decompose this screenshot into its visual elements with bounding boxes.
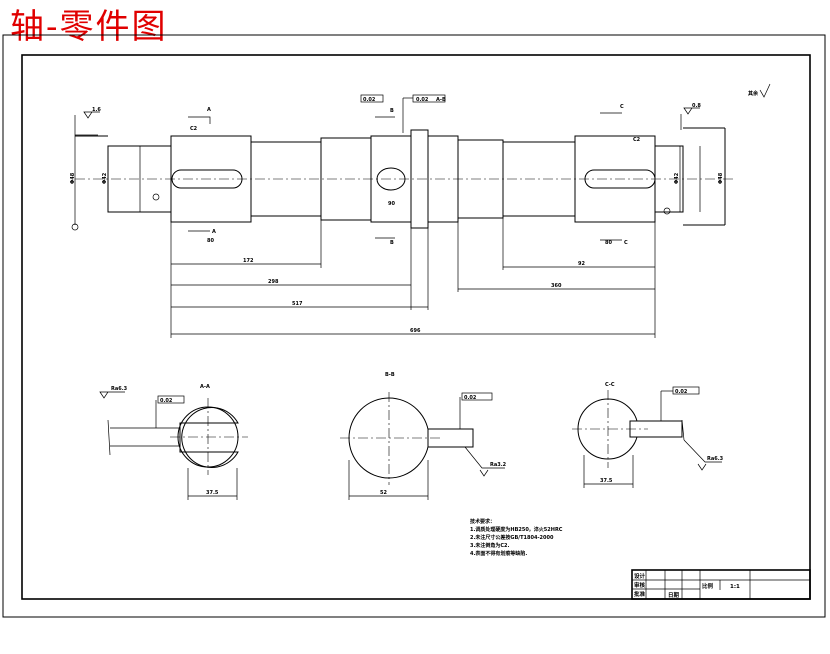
svg-text:172: 172 [243, 258, 254, 264]
svg-text:696: 696 [410, 328, 421, 334]
svg-text:37.5: 37.5 [600, 478, 613, 484]
svg-text:Ra6.3: Ra6.3 [707, 456, 724, 462]
tb-scale-value: 1:1 [730, 584, 740, 590]
svg-text:80: 80 [605, 240, 612, 246]
drawing-title: 轴-零件图 [10, 7, 168, 47]
svg-text:C: C [624, 240, 628, 246]
keyway-right [584, 169, 656, 189]
svg-text:0.8: 0.8 [692, 103, 701, 109]
svg-text:90: 90 [388, 201, 395, 207]
svg-text:A: A [212, 229, 216, 235]
svg-text:0.02: 0.02 [416, 97, 429, 103]
svg-text:Ra6.3: Ra6.3 [111, 386, 128, 392]
svg-text:517: 517 [292, 301, 303, 307]
svg-text:Φ42: Φ42 [674, 172, 680, 184]
section-a-a: A-A Ra6.3 0.02 37.5 [99, 384, 248, 500]
svg-text:92: 92 [578, 261, 585, 267]
svg-text:A-A: A-A [200, 384, 210, 390]
svg-text:Φ48: Φ48 [70, 172, 76, 184]
svg-text:其余: 其余 [748, 90, 759, 97]
groove-hole [376, 167, 406, 191]
svg-text:52: 52 [380, 490, 387, 496]
svg-text:0.02: 0.02 [675, 389, 688, 395]
tb-design: 设计 [634, 572, 646, 580]
svg-text:Φ48: Φ48 [718, 172, 724, 184]
shaft-main-view [71, 115, 735, 231]
notes-heading: 技术要求： [470, 518, 495, 525]
svg-text:0.02: 0.02 [464, 395, 477, 401]
svg-text:0.02: 0.02 [363, 97, 376, 103]
note-1: 1.调质处理硬度为HB250，淬火52HRC [470, 526, 563, 533]
keyway-left [171, 169, 243, 189]
svg-text:A-B: A-B [436, 97, 446, 103]
tb-approve: 批准 [634, 590, 646, 598]
section-b-b: B-B 0.02 Ra3.2 52 [340, 372, 507, 500]
note-4: 4.表面不得有划痕等缺陷. [470, 550, 527, 557]
inner-frame [21, 54, 811, 600]
svg-text:37.5: 37.5 [206, 490, 219, 496]
technical-requirements: 技术要求： 1.调质处理硬度为HB250，淬火52HRC 2.未注尺寸公差按GB… [470, 518, 563, 557]
svg-text:Φ42: Φ42 [102, 172, 108, 184]
tb-scale-label: 比例 [702, 582, 714, 590]
section-c-c: C-C 0.02 Ra6.3 37.5 [572, 382, 724, 488]
tb-date: 日期 [668, 591, 680, 599]
svg-text:C2: C2 [190, 126, 198, 132]
main-view-annotations: 1.6 0.8 0.02 0.02 A-B C2 C2 Φ48 Φ42 Φ42 … [70, 94, 724, 338]
svg-text:1.6: 1.6 [92, 107, 101, 113]
svg-text:C2: C2 [633, 137, 641, 143]
svg-text:298: 298 [268, 279, 279, 285]
svg-text:B-B: B-B [385, 372, 395, 378]
svg-text:B: B [390, 240, 394, 246]
tb-review: 审核 [634, 581, 646, 589]
svg-text:Ra3.2: Ra3.2 [490, 462, 507, 468]
svg-text:A: A [207, 107, 211, 113]
svg-text:80: 80 [207, 238, 214, 244]
svg-text:B: B [390, 108, 394, 114]
svg-text:C: C [620, 104, 624, 110]
note-2: 2.未注尺寸公差按GB/T1804-2000 [470, 534, 554, 541]
svg-text:C-C: C-C [605, 382, 615, 388]
surface-finish-note: 其余 [748, 83, 771, 98]
title-block: 设计 审核 批准 比例 1:1 日期 [631, 569, 811, 600]
svg-text:360: 360 [551, 283, 562, 289]
note-3: 3.未注倒角为C2. [470, 542, 510, 549]
outer-border [2, 34, 826, 618]
svg-text:0.02: 0.02 [160, 398, 173, 404]
